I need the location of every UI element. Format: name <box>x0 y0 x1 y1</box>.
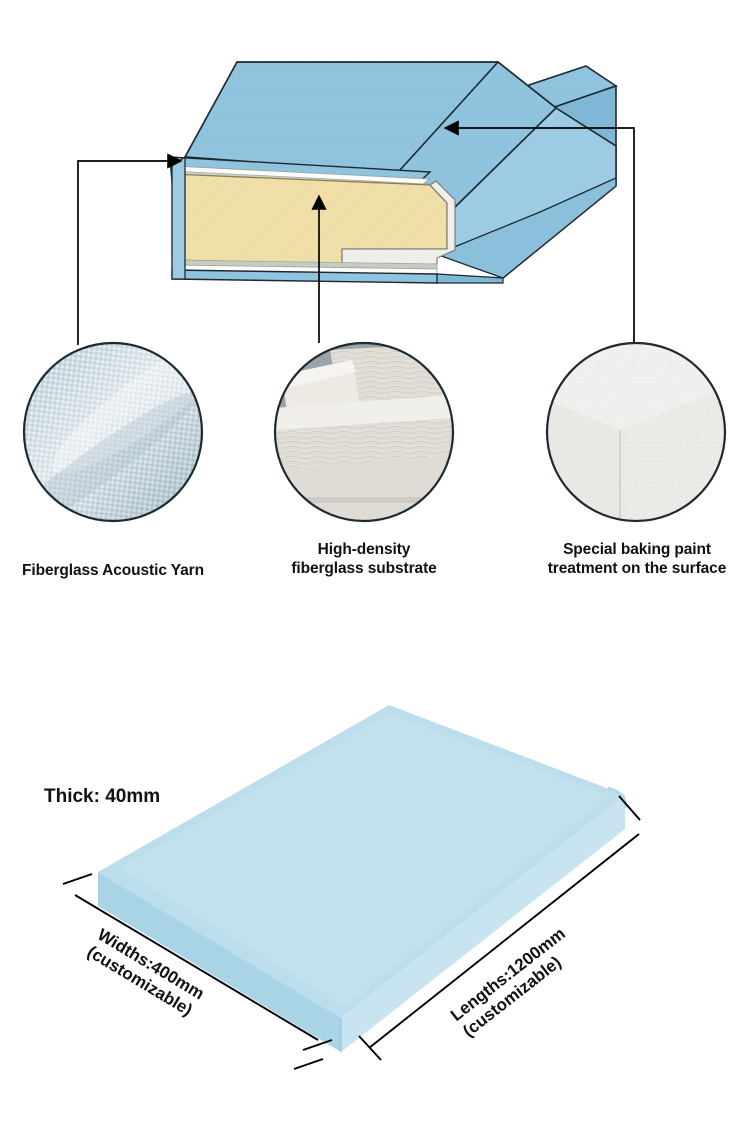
width-tick-start <box>62 873 93 885</box>
width-measure-line <box>74 894 319 1041</box>
detail-caption-3-line1: Special baking paint <box>563 541 711 558</box>
detail-caption-1: Fiberglass Acoustic Yarn <box>4 562 222 581</box>
width-ext-lower <box>293 1058 324 1070</box>
detail-caption-1-line1: Fiberglass Acoustic Yarn <box>22 562 204 579</box>
length-tick-end <box>618 795 641 821</box>
detail-circle-3-ring <box>545 341 727 523</box>
detail-caption-2-line2: fiberglass substrate <box>291 559 437 577</box>
detail-caption-2-line1: High-density <box>317 541 411 558</box>
slab-front-right-face <box>341 795 625 1052</box>
detail-circle-3 <box>545 341 727 523</box>
detail-circle-1-ring <box>22 341 204 523</box>
width-tick-end <box>302 1039 333 1051</box>
detail-circle-2-ring <box>273 341 455 523</box>
detail-caption-3: Special baking paint treatment on the su… <box>524 541 750 579</box>
leader-left <box>77 153 183 345</box>
thickness-label: Thick: 40mm <box>44 786 161 807</box>
callout-leaders <box>77 120 635 345</box>
detail-circle-2 <box>273 341 455 523</box>
left-edge-closure <box>171 155 186 280</box>
leader-right <box>443 120 635 343</box>
detail-caption-3-line2: treatment on the surface <box>547 559 727 577</box>
length-tick-start <box>358 1035 382 1061</box>
dimension-slab <box>98 705 627 1052</box>
length-measure-line <box>368 833 640 1049</box>
detail-circle-1 <box>22 341 204 523</box>
dimension-lines <box>62 795 641 1070</box>
cutaway-block <box>169 60 618 284</box>
bottom-right-foot <box>436 273 504 284</box>
slab-front-left-face <box>98 872 341 1052</box>
detail-caption-2: High-density fiberglass substrate <box>258 541 470 579</box>
